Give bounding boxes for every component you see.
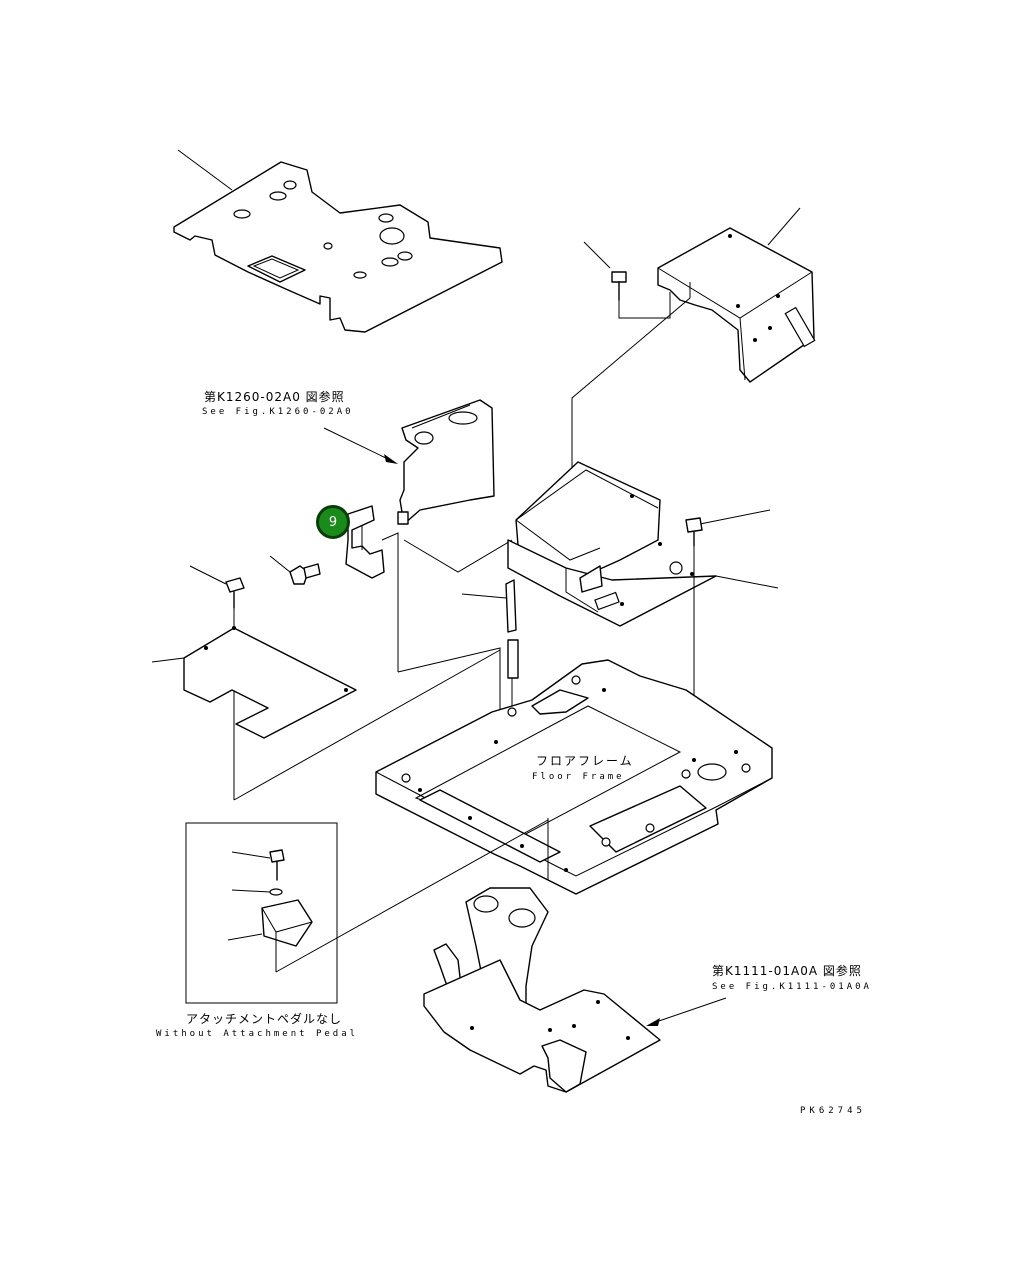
drawing-number: PK62745 [800,1106,866,1116]
pedal-assembly [423,887,727,1093]
floor-frame-jp: フロアフレーム [536,754,634,768]
bracket-part-9 [269,505,513,730]
ref-bottom-en: See Fig.K1111-01A0A [712,982,872,992]
no-pedal-en: Without Attachment Pedal [156,1029,359,1039]
no-pedal-jp: アタッチメントペダルなし [186,1012,343,1026]
floor-frame-en: Floor Frame [532,772,625,782]
ref-top-jp: 第K1260-02A0 図参照 [204,390,345,404]
top-floor-plate [173,149,503,333]
seat-box-cover [571,207,816,520]
inset-box [185,819,549,1004]
floor-frame [375,659,773,895]
ref-top-en: See Fig.K1260-02A0 [202,407,354,417]
callout-9[interactable]: 9 [316,505,350,539]
floor-mat-left [151,565,501,801]
ref-bottom-jp: 第K1111-01A0A 図参照 [712,964,862,978]
lever-rod [461,579,519,710]
console-bracket [323,399,495,525]
